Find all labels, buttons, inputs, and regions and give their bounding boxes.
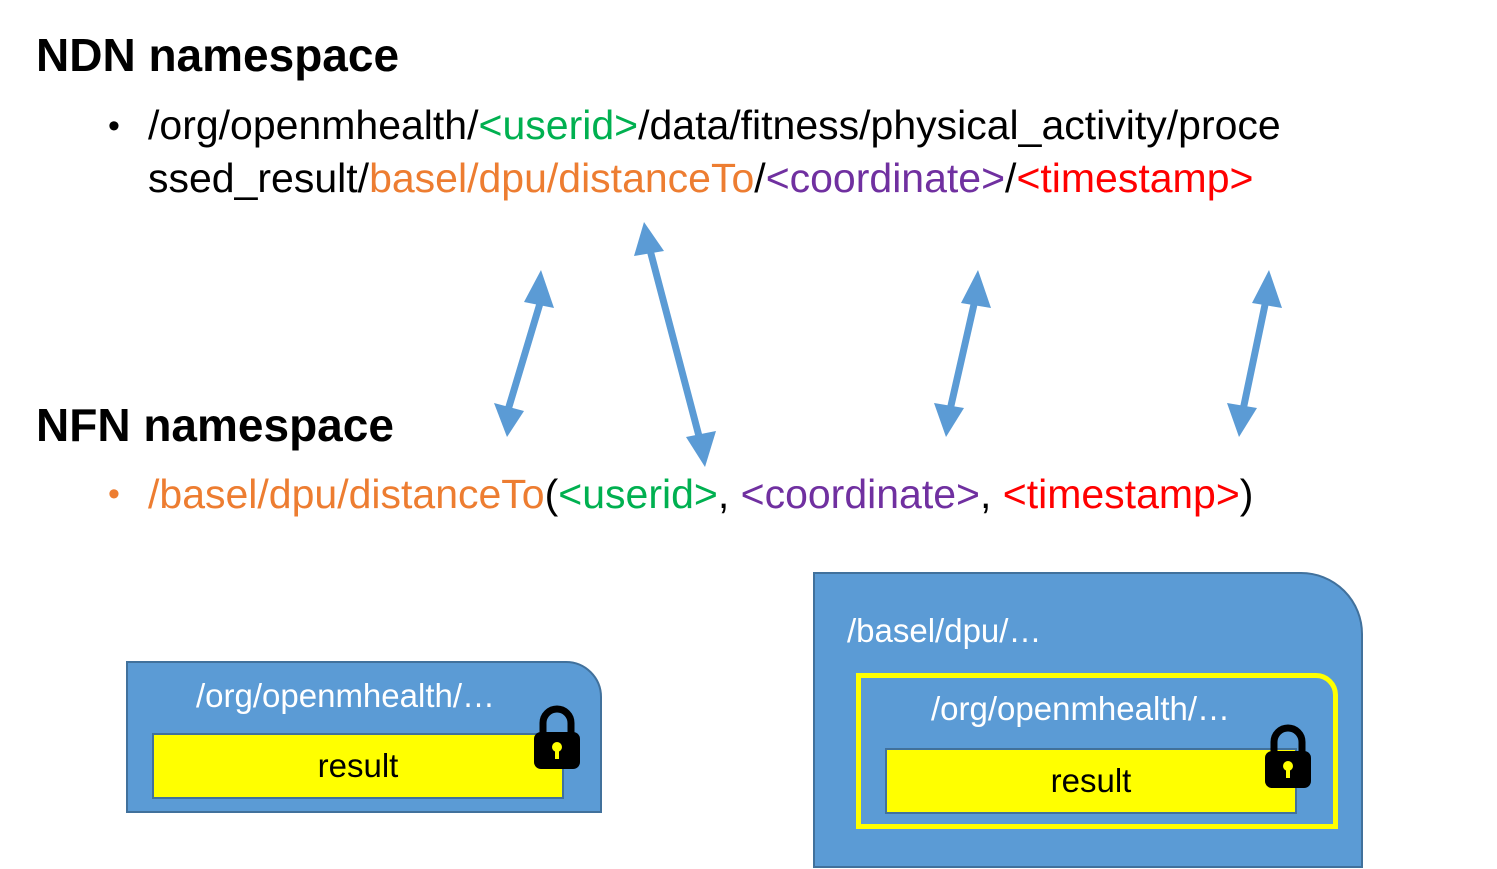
encapsulated-ndn-packet: /org/openmhealth/… result bbox=[856, 673, 1338, 829]
ndn-namespace-heading: NDN namespace bbox=[36, 29, 400, 81]
ndn-function: basel/dpu/distanceTo bbox=[369, 155, 755, 201]
ndn-data-path: /data/fitness/physical_activity/proce bbox=[638, 102, 1281, 148]
double-arrow-icon bbox=[1227, 270, 1282, 437]
double-arrow-icon bbox=[934, 270, 991, 437]
ndn-separator: / bbox=[1005, 155, 1017, 201]
ndn-timestamp: <timestamp> bbox=[1016, 155, 1254, 201]
ndn-name-line-2: ssed_result/basel/dpu/distanceTo/<coordi… bbox=[148, 152, 1253, 204]
nfn-data-packet: /basel/dpu/… /org/openmhealth/… result bbox=[813, 572, 1363, 868]
lock-icon bbox=[534, 705, 580, 769]
ndn-prefix: /org/openmhealth/ bbox=[148, 102, 479, 148]
ndn-coordinate: <coordinate> bbox=[765, 155, 1006, 201]
result-box: result bbox=[885, 748, 1297, 814]
nfn-namespace-heading: NFN namespace bbox=[36, 399, 394, 451]
ndn-result-path: ssed_result/ bbox=[148, 155, 370, 201]
nfn-comma: , bbox=[979, 471, 1003, 517]
nfn-expression-line: /basel/dpu/distanceTo(<userid>, <coordin… bbox=[148, 468, 1253, 520]
nfn-coordinate: <coordinate> bbox=[740, 471, 980, 517]
ndn-bullet: • bbox=[108, 107, 120, 145]
nfn-open-paren: ( bbox=[544, 471, 559, 517]
inner-packet-name: /org/openmhealth/… bbox=[931, 690, 1231, 727]
packet-name: /org/openmhealth/… bbox=[196, 677, 496, 714]
nfn-userid: <userid> bbox=[558, 471, 718, 517]
ndn-name-line-1: /org/openmhealth/<userid>/data/fitness/p… bbox=[148, 99, 1281, 151]
lock-icon bbox=[1265, 724, 1311, 788]
ndn-separator: / bbox=[754, 155, 766, 201]
nfn-function: /basel/dpu/distanceTo bbox=[148, 471, 545, 517]
nfn-bullet: • bbox=[108, 475, 120, 513]
nfn-timestamp: <timestamp> bbox=[1002, 471, 1240, 517]
double-arrow-icon bbox=[494, 270, 554, 437]
nfn-close-paren: ) bbox=[1239, 471, 1254, 517]
ndn-userid: <userid> bbox=[478, 102, 639, 148]
nfn-comma: , bbox=[717, 471, 741, 517]
ndn-data-packet: /org/openmhealth/… result bbox=[126, 661, 602, 813]
double-arrow-icon bbox=[634, 222, 716, 467]
packet-name: /basel/dpu/… bbox=[847, 612, 1042, 649]
result-box: result bbox=[152, 733, 564, 799]
